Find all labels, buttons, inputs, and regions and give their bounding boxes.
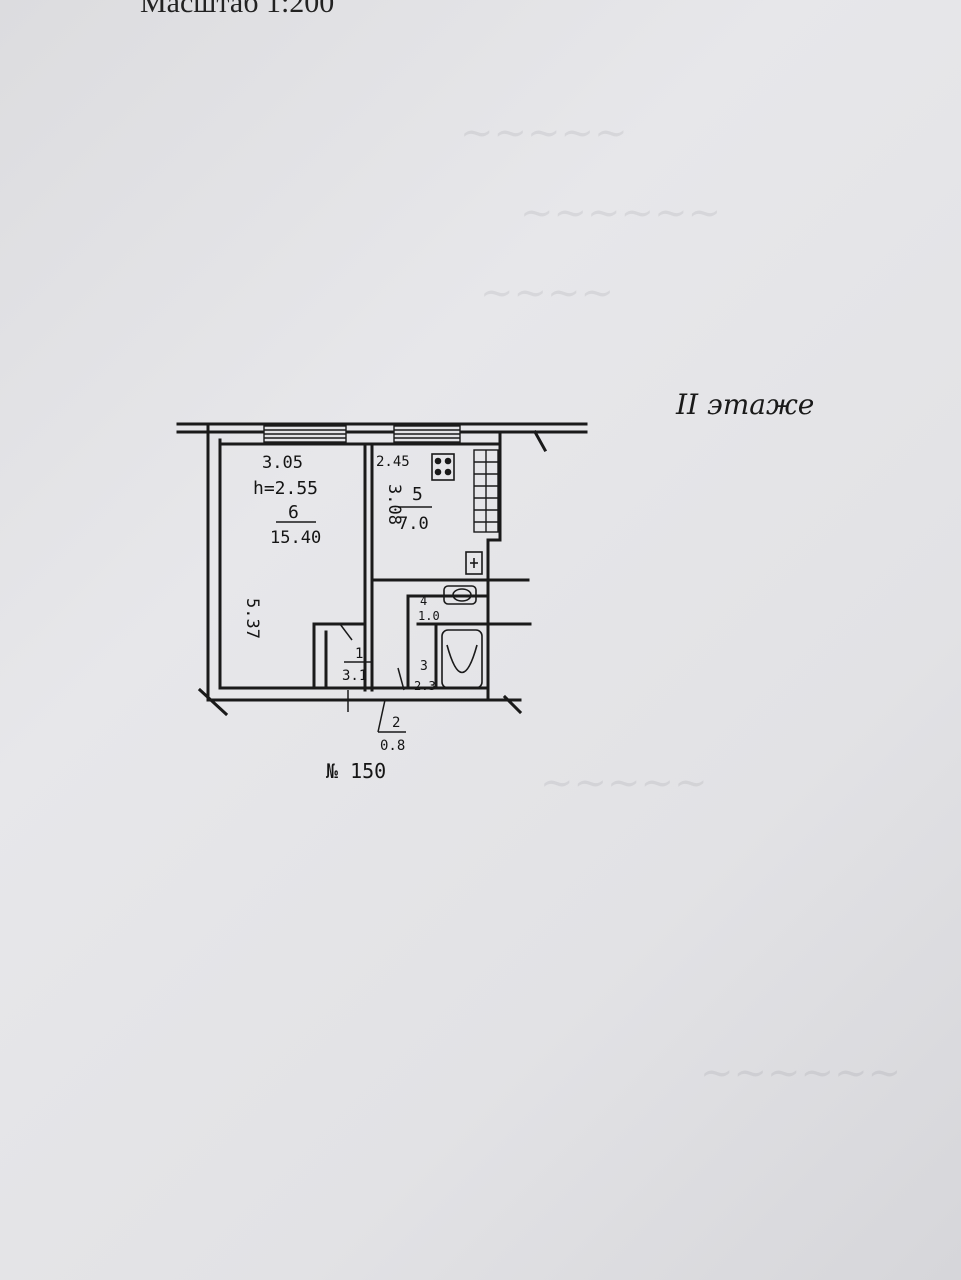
bleed-through-text: ~~~~~~ — [520, 190, 722, 236]
floor-label: II этаже — [676, 388, 815, 421]
room6-length: 5.37 — [242, 598, 262, 639]
room6-number: 6 — [288, 502, 299, 523]
room3-number: 3 — [420, 659, 428, 674]
bleed-through-text: ~~~~~~ — [700, 1050, 902, 1096]
toilet-icon — [443, 585, 477, 605]
vent-shaft-icon — [473, 449, 499, 533]
bathtub-icon — [441, 629, 483, 689]
stove-icon — [431, 453, 455, 481]
bleed-through-text: ~~~~~ — [460, 110, 628, 156]
window-room6 — [263, 425, 347, 443]
room5-width: 2.45 — [376, 454, 410, 470]
wall-stair-break — [532, 429, 548, 453]
room2-area: 0.8 — [380, 738, 405, 754]
room5-area: 7.0 — [398, 514, 429, 534]
bleed-through-text: ~~~~~ — [540, 760, 708, 806]
room5-number: 5 — [412, 484, 423, 505]
room4-area: 1.0 — [418, 609, 440, 623]
sink-icon — [465, 551, 483, 575]
room1-area: 3.1 — [342, 668, 367, 684]
room3-area: 2.3 — [414, 679, 436, 693]
window-room5 — [393, 425, 461, 443]
wall-break-right — [502, 694, 523, 715]
room2-number: 2 — [392, 715, 400, 731]
scale-caption: Масштаб 1:200 — [140, 0, 335, 19]
wall-break-left — [197, 687, 229, 717]
room5-length: 3.08 — [384, 484, 404, 525]
room1-number: 1 — [355, 646, 363, 662]
door-swing-icon — [339, 623, 405, 733]
room6-area: 15.40 — [270, 528, 321, 548]
ceiling-height: h=2.55 — [253, 478, 318, 499]
room4-number: 4 — [420, 594, 427, 608]
bleed-through-text: ~~~~ — [480, 270, 615, 316]
room6-width: 3.05 — [262, 453, 303, 473]
apartment-number: № 150 — [326, 759, 386, 783]
